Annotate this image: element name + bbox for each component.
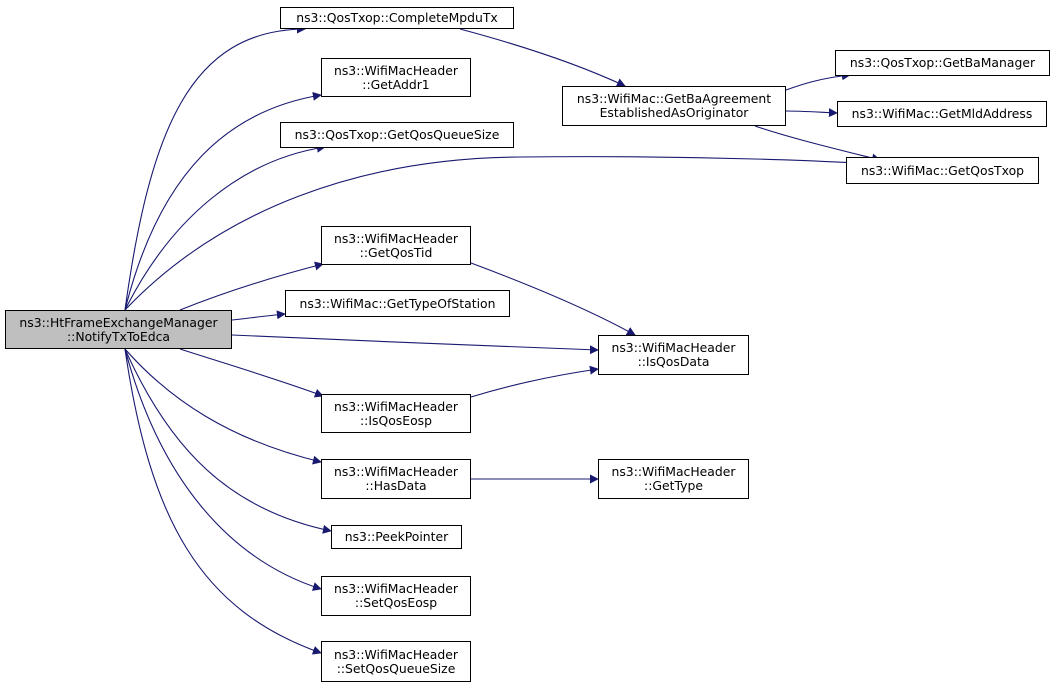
- node-qos-txop-get-ba-manager[interactable]: ns3::QosTxop::GetBaManager: [835, 50, 1050, 76]
- node-label-line: ns3::WifiMac::GetMldAddress: [851, 106, 1033, 121]
- node-ht-frame-exchange-manager-notify-tx-to-edca: ns3::HtFrameExchangeManager ::NotifyTxTo…: [5, 310, 232, 349]
- edge-get-ba-agreement-to-get-ba-manager: [785, 71, 851, 91]
- node-label-line: ns3::QosTxop::GetQosQueueSize: [294, 127, 500, 142]
- edge-root-to-get-addr1: [124, 91, 322, 311]
- node-wifi-mac-header-get-addr1[interactable]: ns3::WifiMacHeader ::GetAddr1: [321, 58, 471, 97]
- node-label-line: ns3::QosTxop::GetBaManager: [849, 55, 1036, 70]
- edge-get-ba-agreement-to-get-qos-txop: [754, 125, 881, 163]
- edge-root-to-is-qos-eosp: [179, 348, 324, 398]
- node-label-line: ::HasData: [365, 478, 427, 493]
- edge-get-ba-agreement-to-get-mld-address: [785, 108, 838, 118]
- node-label-line: ns3::WifiMacHeader: [334, 581, 458, 596]
- node-label-line: ::IsQosEosp: [360, 412, 432, 428]
- node-label-line: ns3::WifiMacHeader: [334, 230, 458, 246]
- node-wifi-mac-header-is-qos-eosp[interactable]: ns3::WifiMacHeader ::IsQosEosp: [321, 394, 471, 433]
- node-label-line: ::GetAddr1: [362, 76, 430, 92]
- edge-root-to-get-type-of-station: [231, 310, 286, 321]
- edge-get-qos-tid-to-is-qos-data: [470, 262, 636, 336]
- edge-root-to-get-qos-tid: [179, 261, 324, 311]
- node-qos-txop-complete-mpdu-tx[interactable]: ns3::QosTxop::CompleteMpduTx: [280, 7, 514, 29]
- node-wifi-mac-get-mld-address[interactable]: ns3::WifiMac::GetMldAddress: [837, 101, 1047, 127]
- node-label-line: ns3::PeekPointer: [344, 529, 449, 544]
- node-label-line: ::GetQosTid: [359, 244, 433, 260]
- node-wifi-mac-header-get-qos-tid[interactable]: ns3::WifiMacHeader ::GetQosTid: [321, 226, 471, 265]
- node-label-line: ns3::HtFrameExchangeManager: [19, 314, 218, 330]
- node-label-line: ns3::WifiMac::GetQosTxop: [860, 162, 1025, 178]
- node-label-line: ns3::WifiMacHeader: [611, 340, 736, 355]
- node-qos-txop-get-qos-queue-size[interactable]: ns3::QosTxop::GetQosQueueSize: [280, 122, 514, 148]
- node-label-line: ns3::WifiMac::GetBaAgreement: [576, 91, 772, 106]
- edge-root-to-is-qos-data: [231, 334, 599, 355]
- edge-root-to-peek-pointer: [124, 348, 332, 534]
- edge-root-to-get-qos-txop: [124, 156, 881, 311]
- node-wifi-mac-header-set-qos-eosp[interactable]: ns3::WifiMacHeader ::SetQosEosp: [321, 576, 471, 616]
- edge-root-to-set-qos-queue-size: [124, 348, 322, 655]
- node-wifi-mac-header-has-data[interactable]: ns3::WifiMacHeader ::HasData: [321, 459, 471, 499]
- node-wifi-mac-get-qos-txop[interactable]: ns3::WifiMac::GetQosTxop: [846, 157, 1039, 184]
- node-label-line: ::GetType: [644, 478, 703, 493]
- node-label-line: ns3::WifiMacHeader: [334, 646, 458, 662]
- edge-root-to-has-data: [124, 348, 322, 465]
- node-label-line: ns3::WifiMacHeader: [334, 62, 458, 78]
- node-label-line: ::NotifyTxToEdca: [66, 328, 171, 344]
- node-label-line: ns3::WifiMacHeader: [334, 464, 458, 479]
- node-label-line: ns3::QosTxop::CompleteMpduTx: [296, 10, 498, 25]
- node-wifi-mac-header-is-qos-data[interactable]: ns3::WifiMacHeader ::IsQosData: [598, 335, 749, 375]
- node-label-line: EstablishedAsOriginator: [599, 105, 749, 120]
- node-label-line: ns3::WifiMacHeader: [334, 398, 458, 414]
- node-label-line: ns3::WifiMac::GetTypeOfStation: [299, 295, 496, 311]
- edge-root-to-set-qos-eosp: [124, 348, 322, 591]
- node-wifi-mac-header-get-type[interactable]: ns3::WifiMacHeader ::GetType: [598, 459, 749, 499]
- node-label-line: ns3::WifiMacHeader: [611, 464, 736, 479]
- node-wifi-mac-get-type-of-station[interactable]: ns3::WifiMac::GetTypeOfStation: [285, 290, 510, 317]
- node-label-line: ::IsQosData: [637, 354, 710, 369]
- node-label-line: ::SetQosQueueSize: [336, 660, 456, 676]
- node-wifi-mac-header-set-qos-queue-size[interactable]: ns3::WifiMacHeader ::SetQosQueueSize: [321, 641, 471, 682]
- edge-root-to-complete-mpdu-tx: [124, 24, 306, 311]
- node-wifi-mac-get-ba-agreement-established-as-originator[interactable]: ns3::WifiMac::GetBaAgreement Established…: [562, 86, 786, 126]
- edge-is-qos-eosp-to-is-qos-data: [470, 365, 599, 398]
- node-label-line: ::SetQosEosp: [354, 595, 438, 610]
- edge-root-to-get-qos-queue-size: [124, 143, 326, 311]
- node-peek-pointer[interactable]: ns3::PeekPointer: [331, 525, 462, 549]
- edge-complete-mpdu-tx-to-get-ba-agreement: [459, 28, 626, 87]
